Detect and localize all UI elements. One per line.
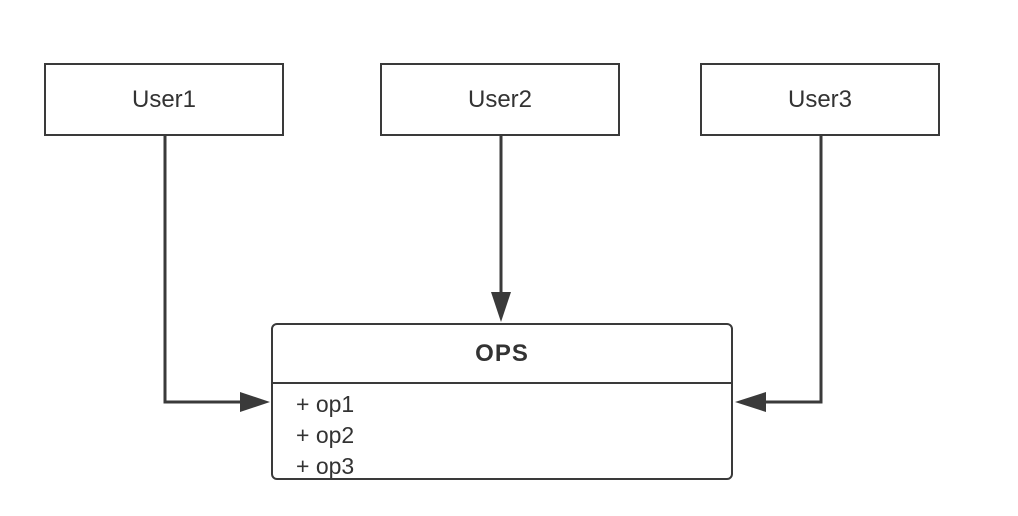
arrowhead-user1 [240, 392, 270, 412]
user3-label: User3 [787, 85, 853, 113]
operation-item-op2: + op2 [296, 422, 355, 448]
user3-node: User3 [700, 63, 940, 136]
ops-class-node: OPS + op1 + op2 + op3 [271, 323, 733, 480]
user2-label: User2 [467, 85, 533, 113]
connector-user1-to-ops [163, 136, 244, 404]
operation-item-op1: + op1 [296, 391, 355, 417]
user1-node: User1 [44, 63, 284, 136]
arrowhead-user2 [491, 292, 511, 322]
ops-operation-list: + op1 + op2 + op3 [273, 384, 731, 479]
operation-item-op3: + op3 [296, 453, 355, 479]
user2-node: User2 [380, 63, 620, 136]
user1-label: User1 [131, 85, 197, 113]
ops-class-title: OPS [273, 325, 731, 384]
arrowhead-user3 [735, 392, 766, 412]
connector-user3-to-ops [762, 136, 823, 404]
